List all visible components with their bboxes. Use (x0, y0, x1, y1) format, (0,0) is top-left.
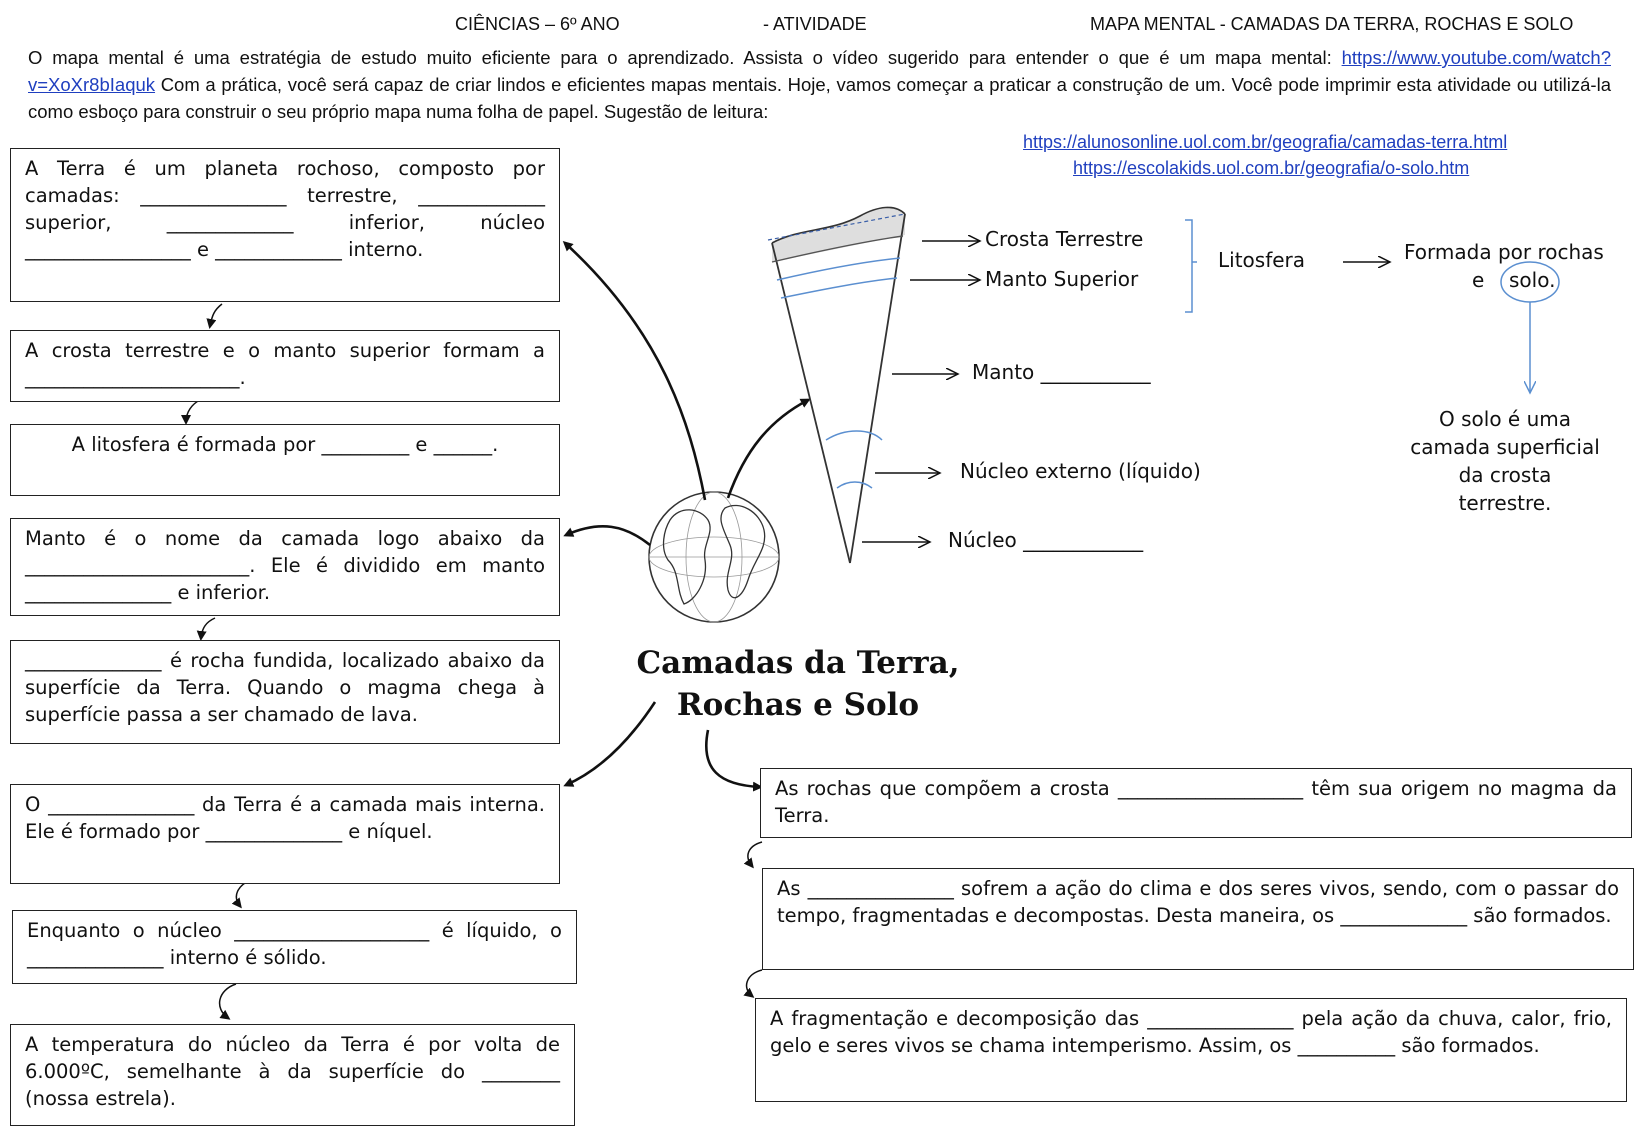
box-lithosphere-composition: A litosfera é formada por _________ e __… (10, 424, 560, 496)
box-magma: ______________ é rocha fundida, localiza… (10, 640, 560, 744)
soil-note-line: O solo é uma (1400, 405, 1610, 433)
box-intemperism: A fragmentação e decomposição das ______… (755, 998, 1627, 1102)
box-core-temperature: A temperatura do núcleo da Terra é por v… (10, 1024, 575, 1126)
box-earth-layers: A Terra é um planeta rochoso, composto p… (10, 148, 560, 302)
soil-note-line: da crosta (1400, 461, 1610, 489)
box-core: O _______________ da Terra é a camada ma… (10, 784, 560, 884)
soil-note: O solo é uma camada superficial da crost… (1400, 405, 1610, 517)
label-core: Núcleo ____________ (948, 528, 1143, 552)
box-weathering: As _______________ sofrem a ação do clim… (762, 868, 1634, 970)
earth-layers-wedge (768, 207, 905, 563)
box-outer-inner-core: Enquanto o núcleo ____________________ é… (12, 910, 577, 984)
box-mantle: Manto é o nome da camada logo abaixo da … (10, 518, 560, 616)
mind-map-title: Camadas da Terra, Rochas e Solo (628, 642, 968, 726)
title-line-2: Rochas e Solo (628, 684, 968, 726)
soil-note-line: camada superficial (1400, 433, 1610, 461)
box-rocks-origin: As rochas que compõem a crosta _________… (760, 768, 1632, 838)
label-soil: solo. (1509, 268, 1555, 292)
soil-note-line: terrestre. (1400, 489, 1610, 517)
box-lithosphere-formation: A crosta terrestre e o manto superior fo… (10, 330, 560, 402)
label-lithosphere-and: e (1472, 268, 1484, 292)
label-upper-mantle: Manto Superior (985, 267, 1138, 291)
label-mantle: Manto ___________ (972, 360, 1151, 384)
globe-icon (649, 492, 779, 622)
title-line-1: Camadas da Terra, (628, 642, 968, 684)
label-crust: Crosta Terrestre (985, 227, 1143, 251)
label-lithosphere: Litosfera (1218, 248, 1305, 272)
label-outer-core: Núcleo externo (líquido) (960, 459, 1201, 483)
label-lithosphere-note: Formada por rochas (1404, 240, 1604, 264)
